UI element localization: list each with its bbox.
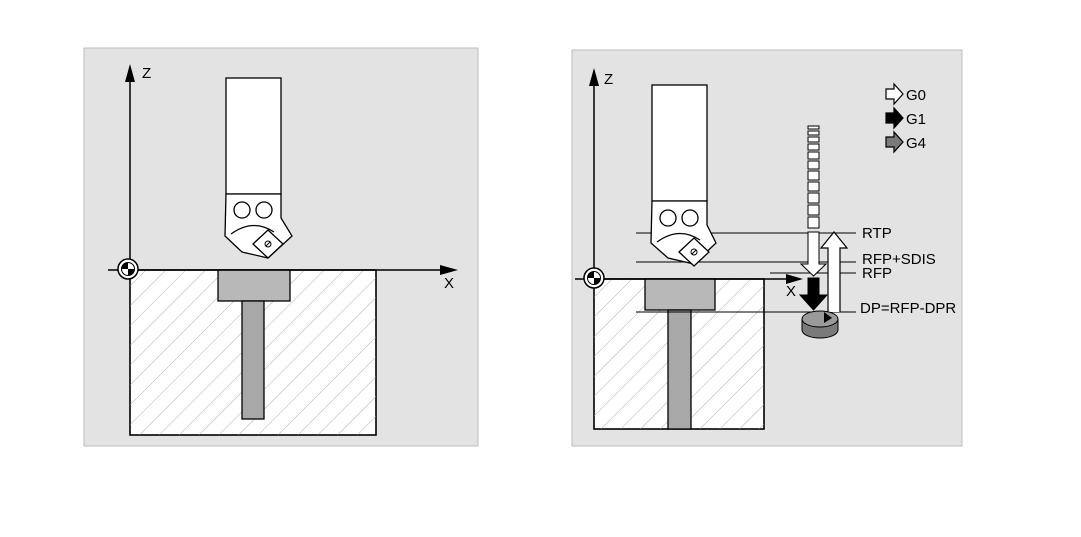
right-z-label: Z bbox=[604, 71, 613, 88]
left-x-arrow-icon bbox=[440, 265, 458, 275]
dp-label: DP=RFP-DPR bbox=[860, 300, 956, 317]
right-counterbore bbox=[644, 278, 716, 311]
right-panel: Z X RTP RFP+SDIS RFP DP=RFP-DPR bbox=[571, 49, 963, 447]
legend-g4-arrow-icon bbox=[885, 130, 904, 154]
legend-g1-label: G1 bbox=[906, 111, 926, 128]
g0-rapid-approach-path bbox=[799, 125, 828, 277]
legend-g4-label: G4 bbox=[906, 135, 926, 152]
rtp-label: RTP bbox=[862, 225, 892, 242]
rfp-label: RFP bbox=[862, 265, 892, 282]
g0-retract-arrow-icon bbox=[819, 231, 849, 312]
left-z-arrow-icon bbox=[125, 64, 135, 82]
g4-dwell-icon bbox=[801, 310, 839, 339]
right-x-arrow-icon bbox=[786, 274, 803, 284]
left-z-label: Z bbox=[142, 65, 151, 82]
legend-g0-label: G0 bbox=[906, 87, 926, 104]
left-panel: Z X bbox=[83, 47, 479, 447]
left-x-label: X bbox=[444, 275, 454, 292]
g0-down-arrow-icon bbox=[799, 231, 828, 277]
legend: G0 G1 G4 bbox=[885, 82, 926, 154]
left-counterbore bbox=[217, 269, 291, 302]
right-bore-hole bbox=[667, 309, 692, 430]
left-boring-tool bbox=[224, 77, 293, 259]
right-boring-tool bbox=[650, 84, 717, 267]
rfp-sdis-label: RFP+SDIS bbox=[862, 251, 936, 268]
legend-g0-arrow-icon bbox=[885, 82, 904, 106]
left-bore-hole bbox=[241, 300, 265, 420]
legend-g1-arrow-icon bbox=[885, 106, 904, 130]
right-workpiece bbox=[593, 278, 765, 430]
left-origin-icon bbox=[117, 258, 139, 280]
left-workpiece bbox=[129, 269, 377, 436]
right-origin-icon bbox=[583, 267, 605, 289]
right-x-label: X bbox=[786, 283, 796, 300]
g1-feed-arrow-icon bbox=[798, 277, 829, 311]
right-z-arrow-icon bbox=[589, 68, 599, 86]
